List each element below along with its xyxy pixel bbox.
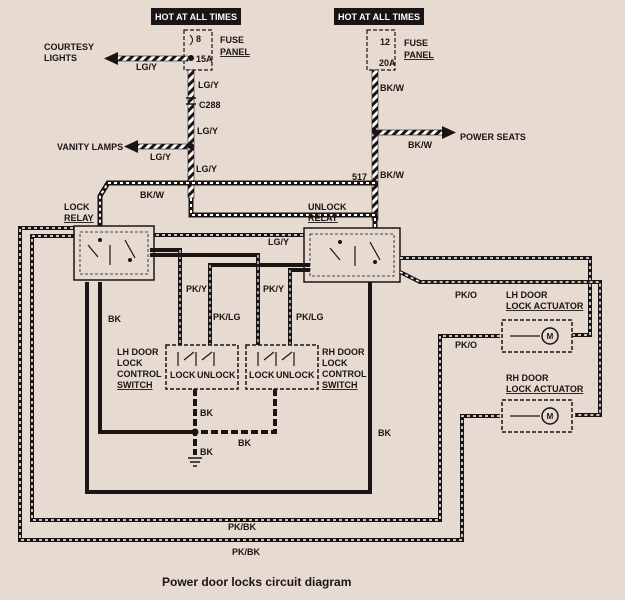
wire-actuator-signals — [18, 226, 602, 542]
svg-text:LOCK: LOCK — [64, 202, 90, 212]
svg-text:LG/Y: LG/Y — [198, 80, 219, 90]
svg-text:M: M — [547, 412, 554, 421]
svg-text:BK: BK — [108, 314, 121, 324]
svg-text:LG/Y: LG/Y — [196, 164, 217, 174]
wire-switch-signals — [150, 248, 310, 345]
load-labels: COURTESY LIGHTS VANITY LAMPS POWER SEATS… — [44, 42, 526, 182]
svg-text:PK/Y: PK/Y — [186, 284, 207, 294]
svg-text:BK/W: BK/W — [408, 140, 432, 150]
svg-text:517: 517 — [352, 172, 367, 182]
svg-text:RELAY: RELAY — [64, 213, 94, 223]
svg-text:BK: BK — [378, 428, 391, 438]
svg-text:UNLOCK: UNLOCK — [308, 202, 347, 212]
svg-text:RELAY: RELAY — [308, 213, 338, 223]
svg-text:LH DOOR: LH DOOR — [117, 347, 159, 357]
svg-text:PANEL: PANEL — [220, 47, 250, 57]
svg-text:8: 8 — [196, 34, 201, 44]
svg-text:HOT AT ALL TIMES: HOT AT ALL TIMES — [155, 12, 237, 22]
svg-text:LG/Y: LG/Y — [136, 62, 157, 72]
svg-text:LG/Y: LG/Y — [197, 126, 218, 136]
svg-text:SWITCH: SWITCH — [117, 380, 153, 390]
svg-text:PK/LG: PK/LG — [213, 312, 241, 322]
svg-text:CONTROL: CONTROL — [117, 369, 162, 379]
svg-text:UNLOCK: UNLOCK — [276, 370, 315, 380]
svg-text:PK/LG: PK/LG — [296, 312, 324, 322]
svg-text:BK: BK — [200, 447, 213, 457]
svg-text:FUSE: FUSE — [220, 35, 244, 45]
svg-text:BK: BK — [238, 438, 251, 448]
svg-text:LOCK ACTUATOR: LOCK ACTUATOR — [506, 384, 584, 394]
svg-text:LOCK: LOCK — [322, 358, 348, 368]
fuse-panel-right: 12 20A FUSE PANEL — [366, 29, 434, 71]
svg-text:BK/W: BK/W — [380, 83, 404, 93]
svg-text:LOCK: LOCK — [117, 358, 143, 368]
hot-label-right: HOT AT ALL TIMES — [334, 8, 424, 25]
rh-door-lock-actuator: M RH DOOR LOCK ACTUATOR — [501, 373, 584, 433]
svg-text:LIGHTS: LIGHTS — [44, 53, 77, 63]
lh-door-lock-control-switch: LOCK UNLOCK LH DOOR LOCK CONTROL SWITCH — [117, 344, 239, 390]
svg-text:C288: C288 — [199, 100, 221, 110]
svg-text:PK/O: PK/O — [455, 340, 477, 350]
svg-text:LG/Y: LG/Y — [268, 237, 289, 247]
svg-text:SWITCH: SWITCH — [322, 380, 358, 390]
svg-text:LOCK ACTUATOR: LOCK ACTUATOR — [506, 301, 584, 311]
svg-text:POWER SEATS: POWER SEATS — [460, 132, 526, 142]
svg-text:LOCK: LOCK — [249, 370, 275, 380]
svg-text:PK/Y: PK/Y — [263, 284, 284, 294]
wire-lgy-feed — [104, 52, 196, 199]
svg-text:COURTESY: COURTESY — [44, 42, 94, 52]
svg-text:M: M — [547, 332, 554, 341]
svg-text:PK/O: PK/O — [455, 290, 477, 300]
svg-text:PANEL: PANEL — [404, 50, 434, 60]
svg-text:LG/Y: LG/Y — [150, 152, 171, 162]
svg-text:BK/W: BK/W — [380, 170, 404, 180]
lh-door-lock-actuator: M LH DOOR LOCK ACTUATOR — [501, 290, 584, 353]
svg-text:LH DOOR: LH DOOR — [506, 290, 548, 300]
svg-text:15A: 15A — [196, 54, 213, 64]
svg-text:12: 12 — [380, 37, 390, 47]
hot-label-left: HOT AT ALL TIMES — [151, 8, 241, 25]
wire-labels: LG/Y LG/Y LG/Y LG/Y LG/Y LG/Y BK/W BK/W … — [108, 62, 477, 557]
svg-text:BK/W: BK/W — [140, 190, 164, 200]
svg-text:RH DOOR: RH DOOR — [506, 373, 549, 383]
unlock-relay: UNLOCK RELAY — [303, 202, 401, 283]
svg-text:PK/BK: PK/BK — [232, 547, 261, 557]
wire-bk-ground — [85, 282, 372, 494]
svg-text:LOCK: LOCK — [170, 370, 196, 380]
svg-text:RH DOOR: RH DOOR — [322, 347, 365, 357]
diagram-caption: Power door locks circuit diagram — [162, 575, 351, 589]
rh-door-lock-control-switch: LOCK UNLOCK RH DOOR LOCK CONTROL SWITCH — [245, 344, 367, 390]
svg-text:PK/BK: PK/BK — [228, 522, 257, 532]
fuse-panel-left: 8 15A FUSE PANEL — [183, 29, 250, 71]
svg-text:FUSE: FUSE — [404, 38, 428, 48]
svg-text:VANITY LAMPS: VANITY LAMPS — [57, 142, 123, 152]
svg-text:20A: 20A — [379, 58, 396, 68]
svg-text:HOT AT ALL TIMES: HOT AT ALL TIMES — [338, 12, 420, 22]
svg-text:BK: BK — [200, 408, 213, 418]
lock-relay: LOCK RELAY — [64, 202, 155, 281]
wire-bkw-feed — [97, 69, 456, 226]
wire-lgy-relay — [150, 198, 378, 237]
svg-text:CONTROL: CONTROL — [322, 369, 367, 379]
svg-text:UNLOCK: UNLOCK — [197, 370, 236, 380]
